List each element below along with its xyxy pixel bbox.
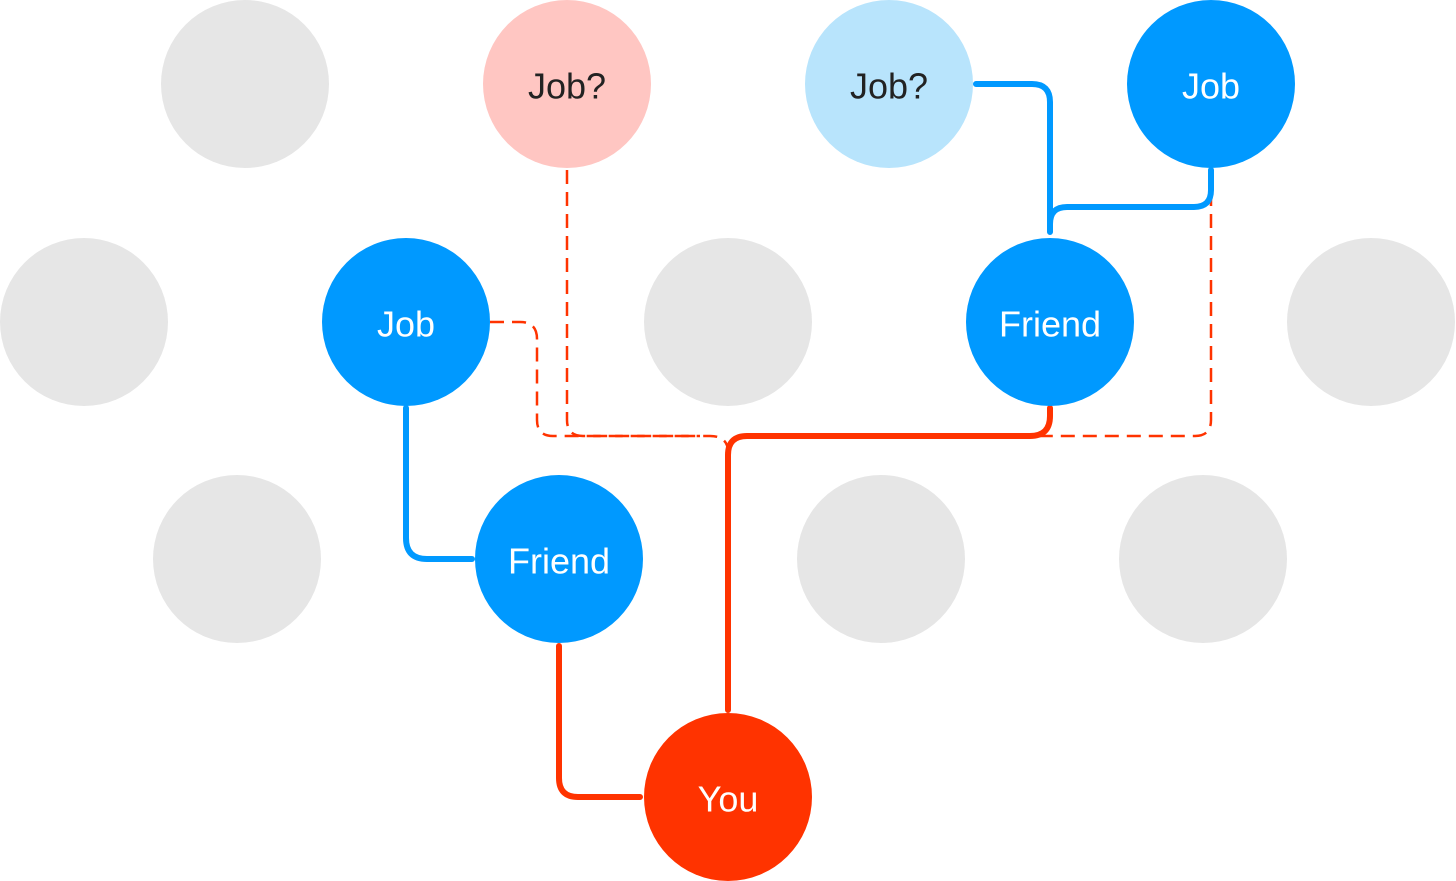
job-node-top-right: Job: [1127, 0, 1295, 168]
empty-node: [161, 0, 329, 168]
friend-circle: [966, 238, 1134, 406]
dashed-line-job-question: [565, 170, 730, 453]
connector-you-to-friend-left: [556, 643, 643, 800]
connector-job-top-right-to-friend-right: [1047, 167, 1214, 227]
friend-label: Friend: [508, 541, 610, 582]
job-question-label: Job?: [528, 66, 606, 107]
dashed-connections: [490, 170, 1213, 453]
empty-nodes: [0, 0, 1455, 643]
job-label: Job: [377, 304, 435, 345]
friend-node-right: Friend: [966, 238, 1134, 406]
friend-label: Friend: [999, 304, 1101, 345]
empty-node: [0, 238, 168, 406]
job-node-left: Job: [322, 238, 490, 406]
job-question-circle: [805, 0, 973, 168]
job-question-circle: [483, 0, 651, 168]
connector-job-left-to-friend-left: [403, 405, 475, 562]
you-node: You: [644, 713, 812, 881]
connector-job-question-to-friend-right: [973, 81, 1053, 235]
job-circle: [322, 238, 490, 406]
connector-you-to-friend-right: [725, 405, 1053, 713]
empty-node: [797, 475, 965, 643]
empty-node: [1287, 238, 1455, 406]
job-circle: [1127, 0, 1295, 168]
empty-node: [1119, 475, 1287, 643]
blue-connections: [403, 81, 1214, 562]
dashed-line-job-top-right: [1040, 170, 1213, 438]
you-label: You: [698, 779, 759, 820]
friend-node-left: Friend: [475, 475, 643, 643]
empty-node: [153, 475, 321, 643]
empty-node: [644, 238, 812, 406]
red-connections: [556, 405, 1053, 800]
job-label: Job: [1182, 66, 1240, 107]
job-question-node-pink: Job?: [483, 0, 651, 168]
job-question-label: Job?: [850, 66, 928, 107]
friend-circle: [475, 475, 643, 643]
job-question-node-blue: Job?: [805, 0, 973, 168]
you-circle: [644, 713, 812, 881]
dashed-line-job-left: [490, 320, 700, 438]
